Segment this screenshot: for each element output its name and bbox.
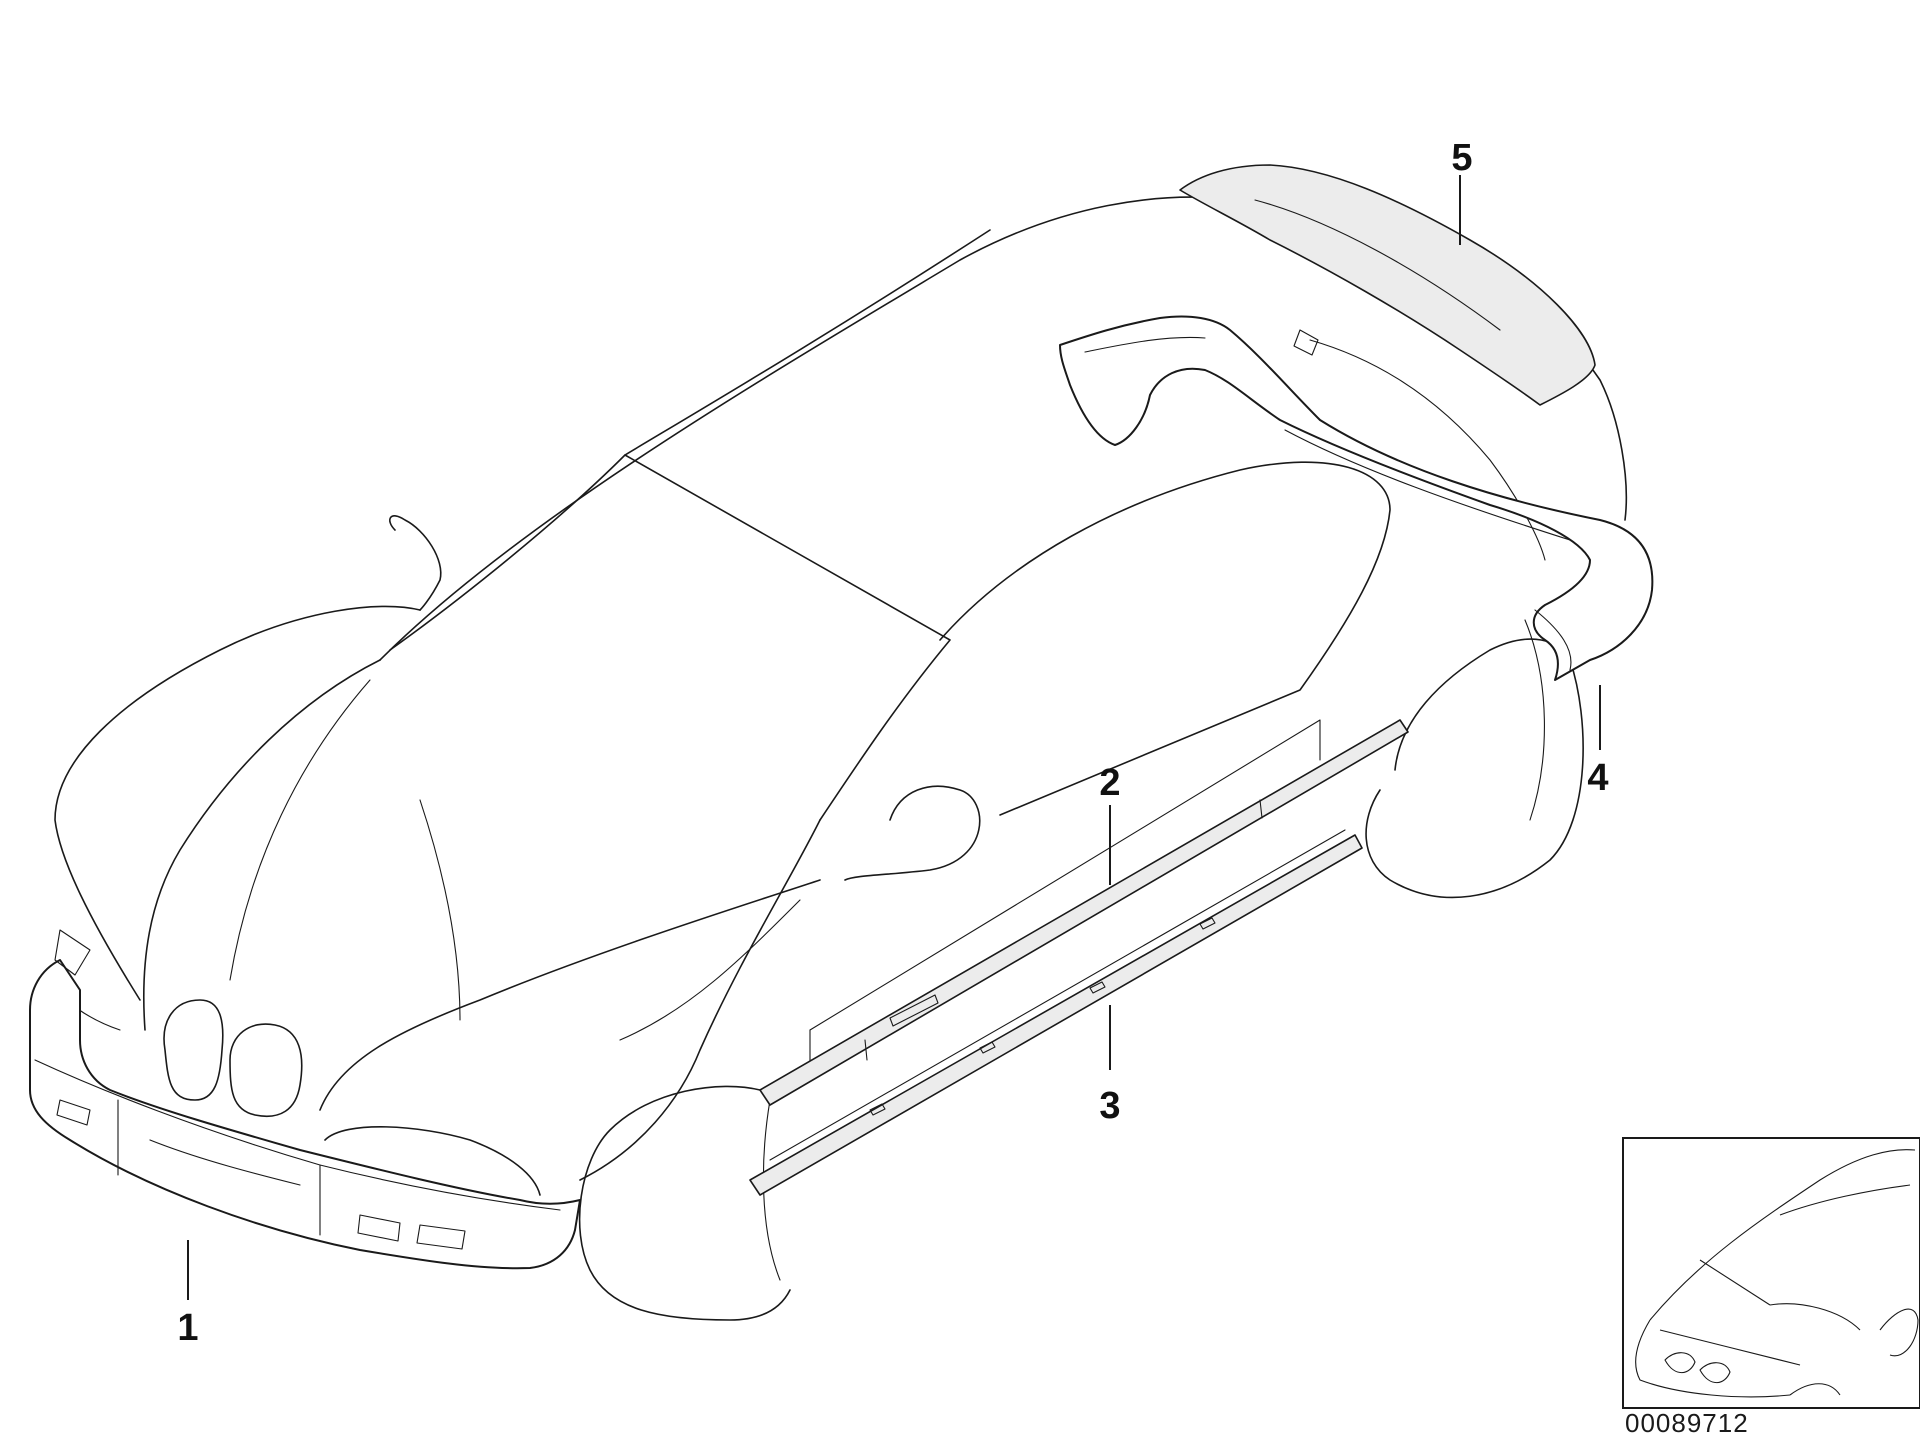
callout-4: 4: [1587, 757, 1608, 799]
leader-lines: [187, 175, 1601, 1300]
rear-bumper-part[interactable]: [1059, 315, 1654, 681]
rear-spoiler-part[interactable]: [1179, 164, 1596, 406]
side-moulding-part[interactable]: [759, 719, 1409, 1106]
callout-5: 5: [1451, 137, 1472, 179]
callout-labels: 5 4 2 3 1: [177, 137, 1608, 1349]
callout-2: 2: [1099, 762, 1120, 804]
callout-1: 1: [177, 1307, 198, 1349]
callout-3: 3: [1099, 1085, 1120, 1127]
side-skirt-part[interactable]: [749, 829, 1363, 1196]
inset-thumbnail: [1622, 1137, 1920, 1409]
diagram-reference-number: 00089712: [1625, 1408, 1749, 1438]
front-bumper-part[interactable]: [29, 929, 581, 1270]
car-body-outline: [49, 196, 1628, 1321]
